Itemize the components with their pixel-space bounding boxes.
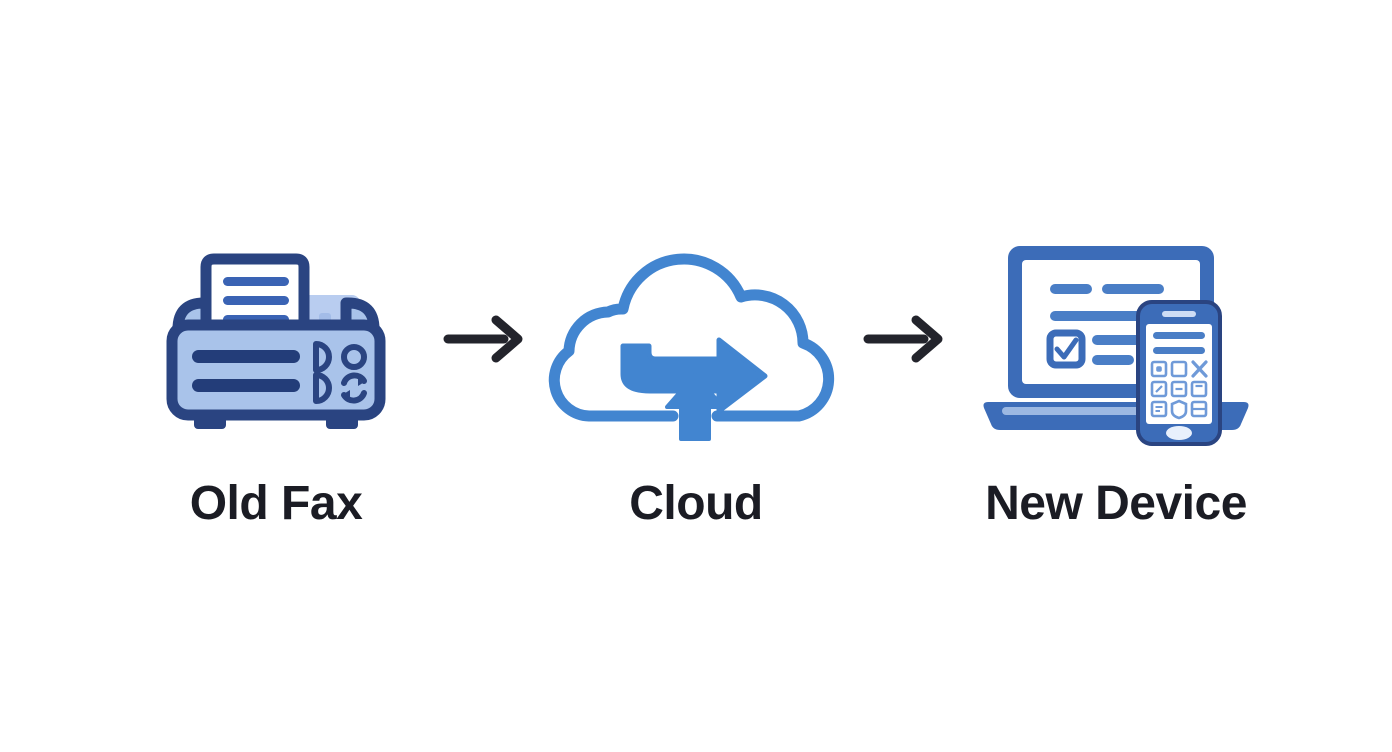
stage-label-new-device: New Device <box>985 477 1247 530</box>
fax-machine-icon <box>166 253 386 429</box>
flow-stage-old-fax: Old Fax <box>126 224 426 528</box>
flow-stage-cloud: Cloud <box>546 224 846 528</box>
cloud-sync-icon-container <box>548 224 836 454</box>
flow-stage-new-device: New Device <box>966 224 1266 528</box>
connector-1 <box>426 224 546 454</box>
stage-label-cloud: Cloud <box>629 477 763 530</box>
cloud-sync-icon <box>548 253 835 441</box>
fax-machine-icon-container <box>136 224 416 454</box>
arrow-right-icon <box>863 315 943 363</box>
arrow-right-icon <box>443 315 523 363</box>
laptop-phone-icon-container <box>976 224 1256 454</box>
connector-2 <box>846 224 966 454</box>
stage-label-old-fax: Old Fax <box>189 477 363 530</box>
laptop-phone-icon <box>983 245 1249 446</box>
